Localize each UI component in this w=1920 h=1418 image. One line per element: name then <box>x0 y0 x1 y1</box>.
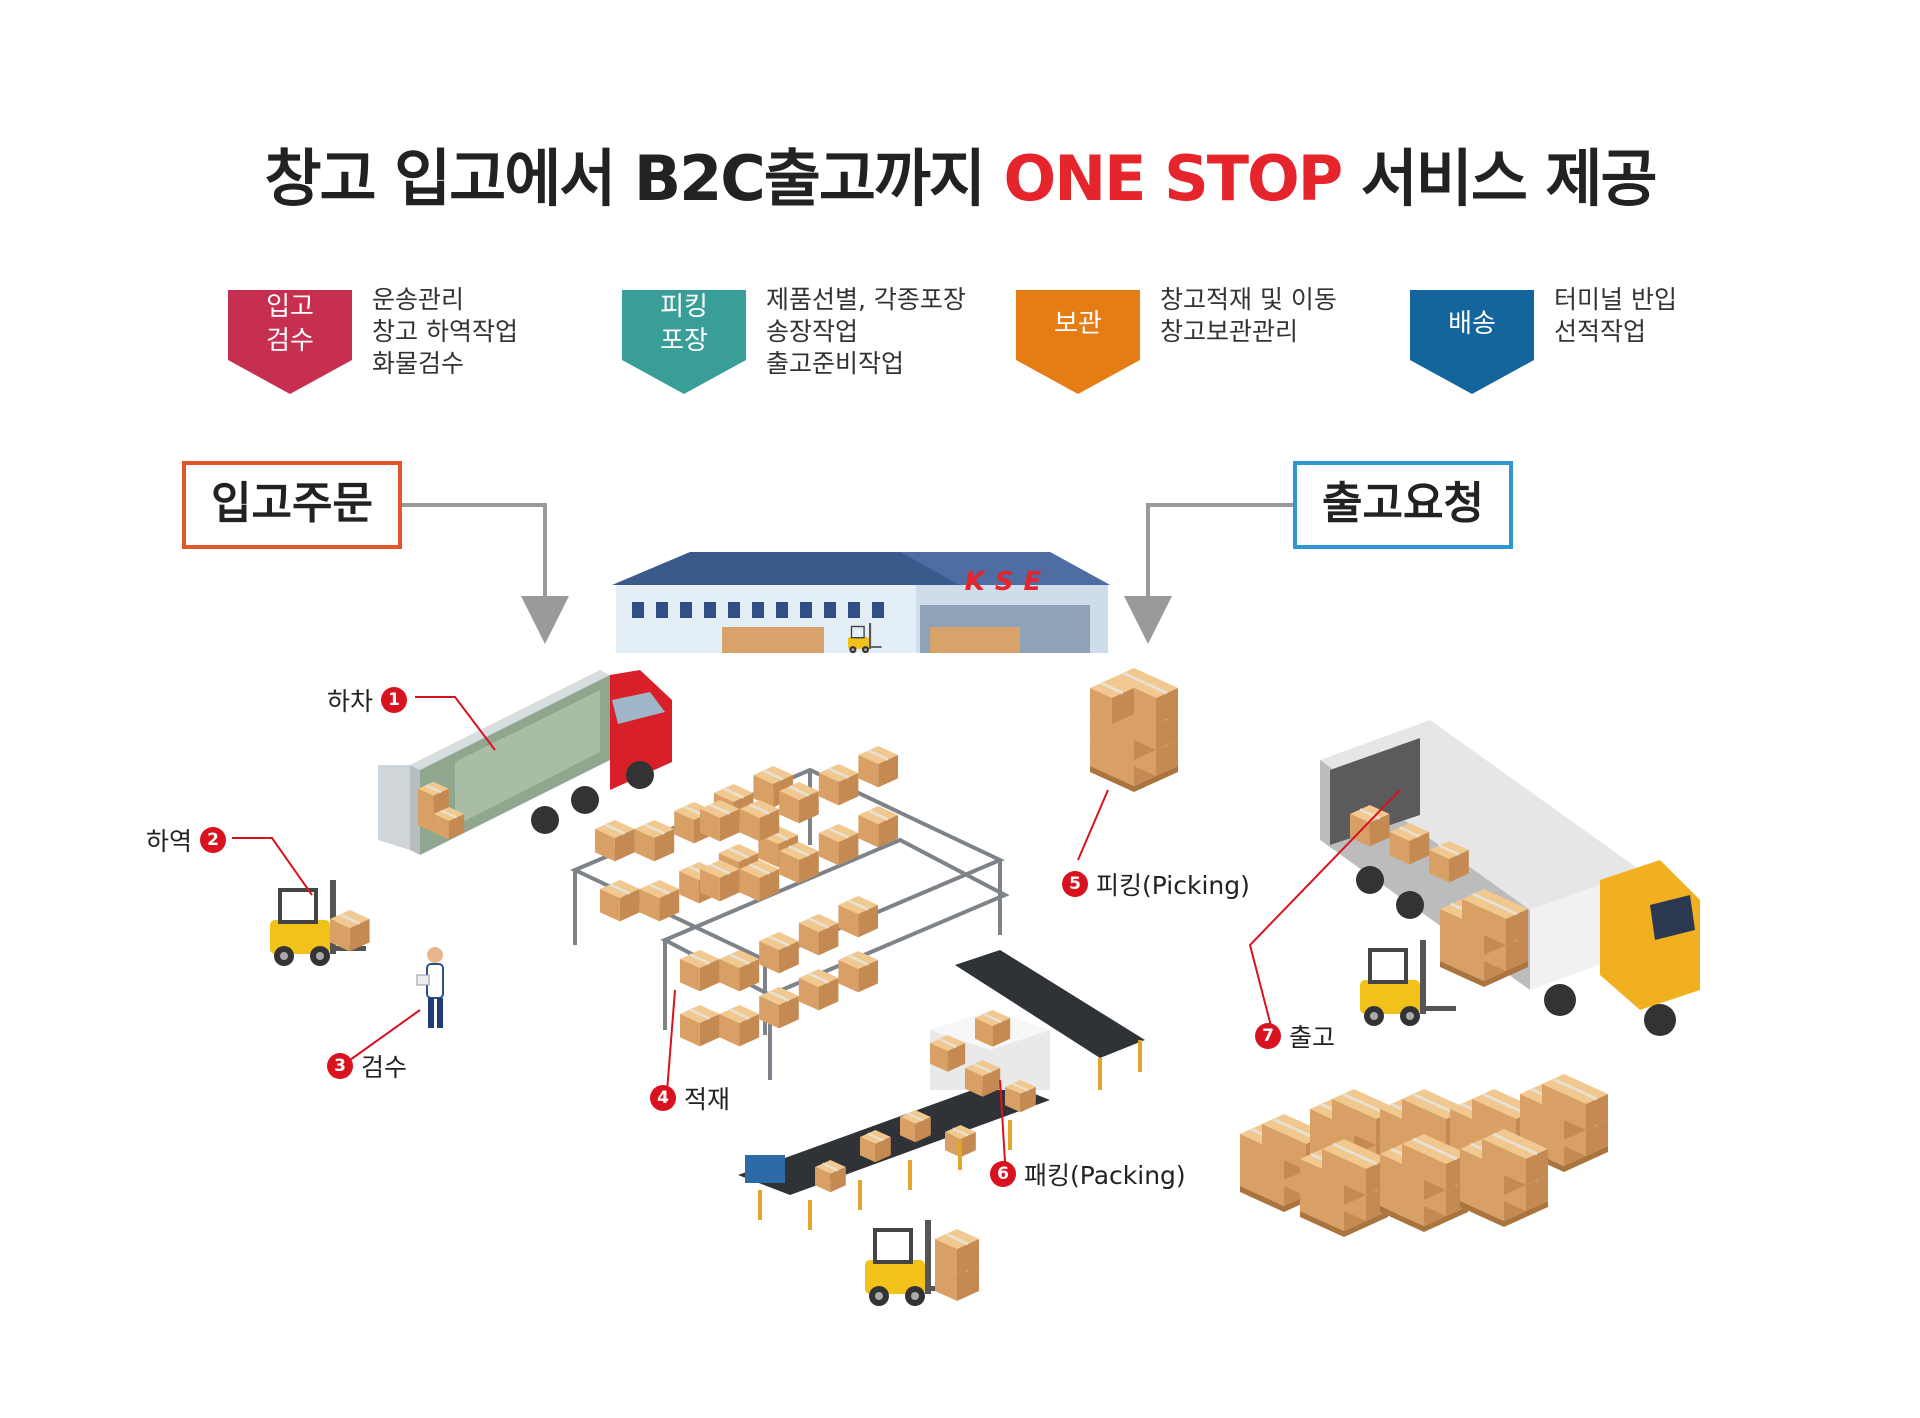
step-leader-lines <box>232 696 1401 1163</box>
category-description: 운송관리 창고 하역작업 화물검수 <box>372 285 518 378</box>
category-badge-label: 피킹 포장 <box>660 292 708 356</box>
step-cargo-handling: 하역 2 <box>146 822 227 858</box>
step-number: 6 <box>990 1161 1016 1187</box>
step-shipping: 7 출고 <box>1255 1018 1335 1054</box>
step-number: 5 <box>1062 871 1088 897</box>
step-label: 패킹(Packing) <box>1024 1161 1186 1190</box>
rack-boxes <box>593 744 900 1048</box>
step-label: 하역 <box>146 827 193 856</box>
category-storage: 보관 창고적재 및 이동 창고보관관리 <box>1012 285 1392 416</box>
outbound-flow-arrow <box>1124 503 1300 644</box>
category-inbound-inspection: 입고 검수 운송관리 창고 하역작업 화물검수 <box>224 285 604 416</box>
unloading-truck <box>378 670 672 855</box>
category-badge-shape <box>1016 290 1140 394</box>
step-unloading: 하차 1 <box>327 682 408 718</box>
step-number: 1 <box>381 687 408 713</box>
step-picking: 5 피킹(Picking) <box>1062 866 1250 902</box>
category-badge-label: 보관 <box>1054 309 1102 339</box>
category-badge-label: 입고 검수 <box>266 292 314 356</box>
step-label: 적재 <box>684 1085 731 1114</box>
picking-pallet <box>1088 666 1180 792</box>
category-badge-label: 배송 <box>1448 309 1496 339</box>
inspection-worker <box>416 947 444 1028</box>
step-inspection: 3 검수 <box>327 1048 407 1084</box>
category-badge-shape <box>622 290 746 394</box>
unloading-forklift <box>268 878 371 968</box>
pallet-stacks <box>1240 1074 1608 1237</box>
inbound-order-label: 입고주문 <box>211 478 373 529</box>
packing-conveyor <box>738 950 1145 1230</box>
forklift-pallet <box>1440 889 1528 987</box>
category-description: 창고적재 및 이동 창고보관관리 <box>1160 285 1337 346</box>
category-description: 제품선별, 각종포장 송장작업 출고준비작업 <box>766 285 966 378</box>
category-picking-packing: 피킹 포장 제품선별, 각종포장 송장작업 출고준비작업 <box>618 285 998 416</box>
warehouse-building: KSE <box>612 552 1110 654</box>
packing-forklift <box>863 1218 981 1308</box>
outbound-order-label: 출고요청 <box>1322 478 1484 529</box>
step-number: 2 <box>200 827 227 853</box>
step-number: 7 <box>1255 1023 1281 1049</box>
step-label: 검수 <box>361 1053 408 1082</box>
warehouse-logo: KSE <box>965 567 1052 597</box>
title-suffix: 서비스 제공 <box>1341 142 1658 215</box>
category-badge-shape <box>1410 290 1534 394</box>
title-highlight: ONE STOP <box>1003 142 1344 215</box>
inbound-order-box: 입고주문 <box>182 461 402 549</box>
step-number: 4 <box>650 1085 676 1111</box>
step-number: 3 <box>327 1053 353 1079</box>
category-description: 터미널 반입 선적작업 <box>1554 285 1677 346</box>
page-title: 창고 입고에서 B2C출고까지 ONE STOP 서비스 제공 <box>0 128 1920 218</box>
category-badge-shape <box>228 290 352 394</box>
step-packing: 6 패킹(Packing) <box>990 1156 1186 1192</box>
outbound-order-box: 출고요청 <box>1293 461 1513 549</box>
step-label: 하차 <box>327 687 374 716</box>
inbound-flow-arrow <box>398 503 569 644</box>
step-stacking: 4 적재 <box>650 1080 730 1116</box>
step-label: 출고 <box>1289 1023 1336 1052</box>
step-label: 피킹(Picking) <box>1096 871 1250 900</box>
category-delivery: 배송 터미널 반입 선적작업 <box>1406 285 1786 416</box>
title-prefix: 창고 입고에서 B2C출고까지 <box>264 142 1004 215</box>
